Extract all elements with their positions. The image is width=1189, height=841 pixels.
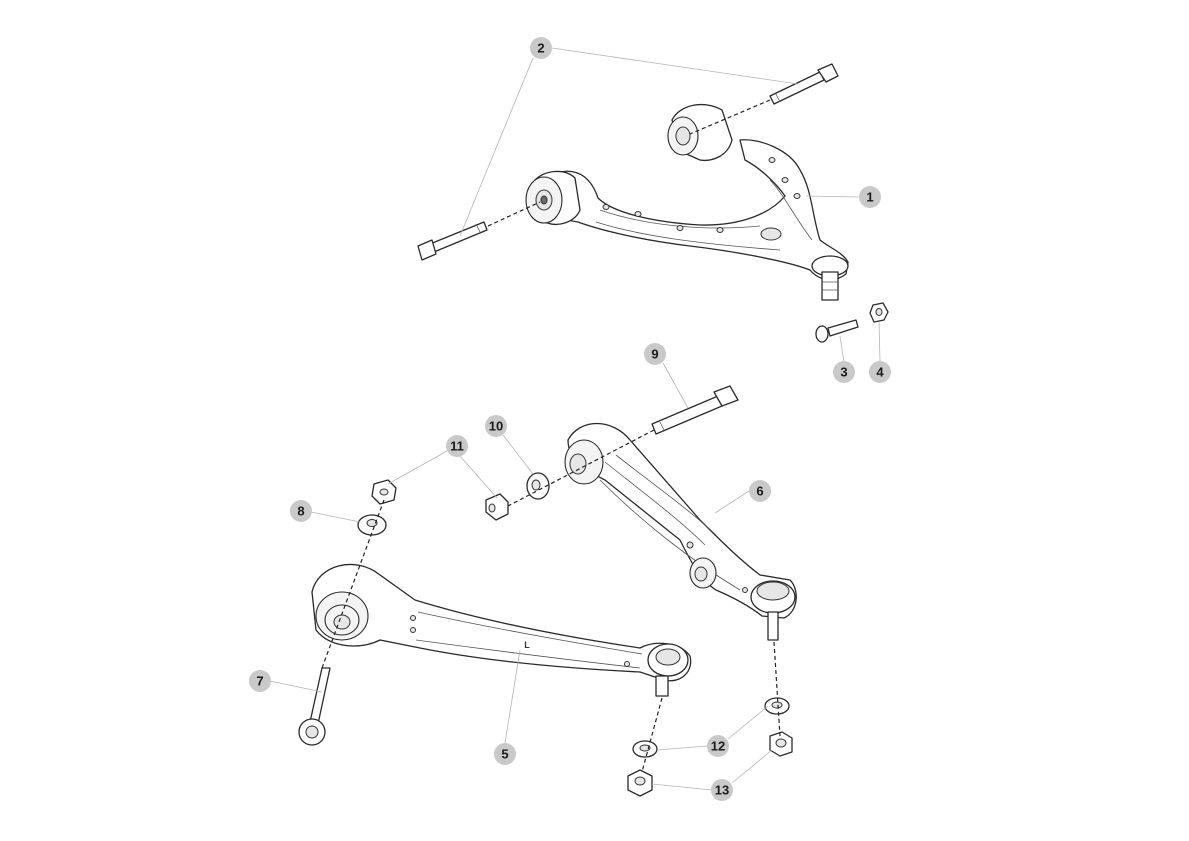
part-marker-5: 5 bbox=[494, 743, 516, 765]
eccentric-washer bbox=[526, 472, 550, 500]
part-marker-11: 11 bbox=[446, 435, 468, 457]
part-marker-1: 1 bbox=[859, 186, 881, 208]
svg-text:7: 7 bbox=[256, 674, 263, 689]
upper-arm-bolt-rear bbox=[417, 221, 488, 261]
part-marker-6: 6 bbox=[749, 480, 771, 502]
part-marker-13: 13 bbox=[711, 779, 733, 801]
svg-text:13: 13 bbox=[715, 783, 729, 798]
lower-front-arm bbox=[564, 422, 797, 641]
lower-rear-arm: L bbox=[311, 563, 692, 697]
ball-joint-washer-right bbox=[764, 697, 790, 715]
svg-text:6: 6 bbox=[756, 484, 763, 499]
arm-side-marking: L bbox=[524, 640, 530, 650]
assembly-axes bbox=[321, 99, 781, 773]
ball-joint-nut-right bbox=[769, 731, 793, 757]
rear-arm-bolt bbox=[298, 667, 331, 746]
rear-arm-nut bbox=[371, 479, 397, 505]
ball-joint-nut-left bbox=[627, 769, 653, 797]
part-badges: 1 2 3 4 5 6 7 8 9 10 11 12 13 bbox=[249, 37, 891, 801]
ball-joint-washer-left bbox=[632, 740, 658, 758]
part-marker-4: 4 bbox=[869, 361, 891, 383]
svg-text:2: 2 bbox=[537, 41, 544, 56]
svg-text:4: 4 bbox=[876, 365, 884, 380]
svg-text:9: 9 bbox=[651, 347, 658, 362]
rear-arm-washer bbox=[357, 514, 387, 536]
svg-text:1: 1 bbox=[866, 190, 873, 205]
part-marker-9: 9 bbox=[644, 343, 666, 365]
part-marker-8: 8 bbox=[290, 500, 312, 522]
front-arm-bolt bbox=[651, 385, 739, 435]
part-marker-7: 7 bbox=[249, 670, 271, 692]
upper-arm-bolt-front bbox=[769, 63, 839, 105]
svg-text:3: 3 bbox=[840, 365, 847, 380]
part-marker-10: 10 bbox=[485, 415, 507, 437]
part-marker-2: 2 bbox=[530, 37, 552, 59]
svg-text:11: 11 bbox=[450, 439, 464, 454]
svg-text:12: 12 bbox=[711, 739, 725, 754]
ball-joint-bolt bbox=[815, 319, 859, 343]
svg-text:5: 5 bbox=[501, 747, 508, 762]
front-arm-nut bbox=[485, 493, 509, 521]
upper-control-arm bbox=[525, 103, 849, 301]
part-marker-12: 12 bbox=[707, 735, 729, 757]
leader-lines bbox=[269, 47, 881, 791]
svg-text:10: 10 bbox=[489, 419, 503, 434]
ball-joint-nut bbox=[869, 302, 889, 323]
part-marker-3: 3 bbox=[833, 361, 855, 383]
svg-text:8: 8 bbox=[297, 504, 304, 519]
